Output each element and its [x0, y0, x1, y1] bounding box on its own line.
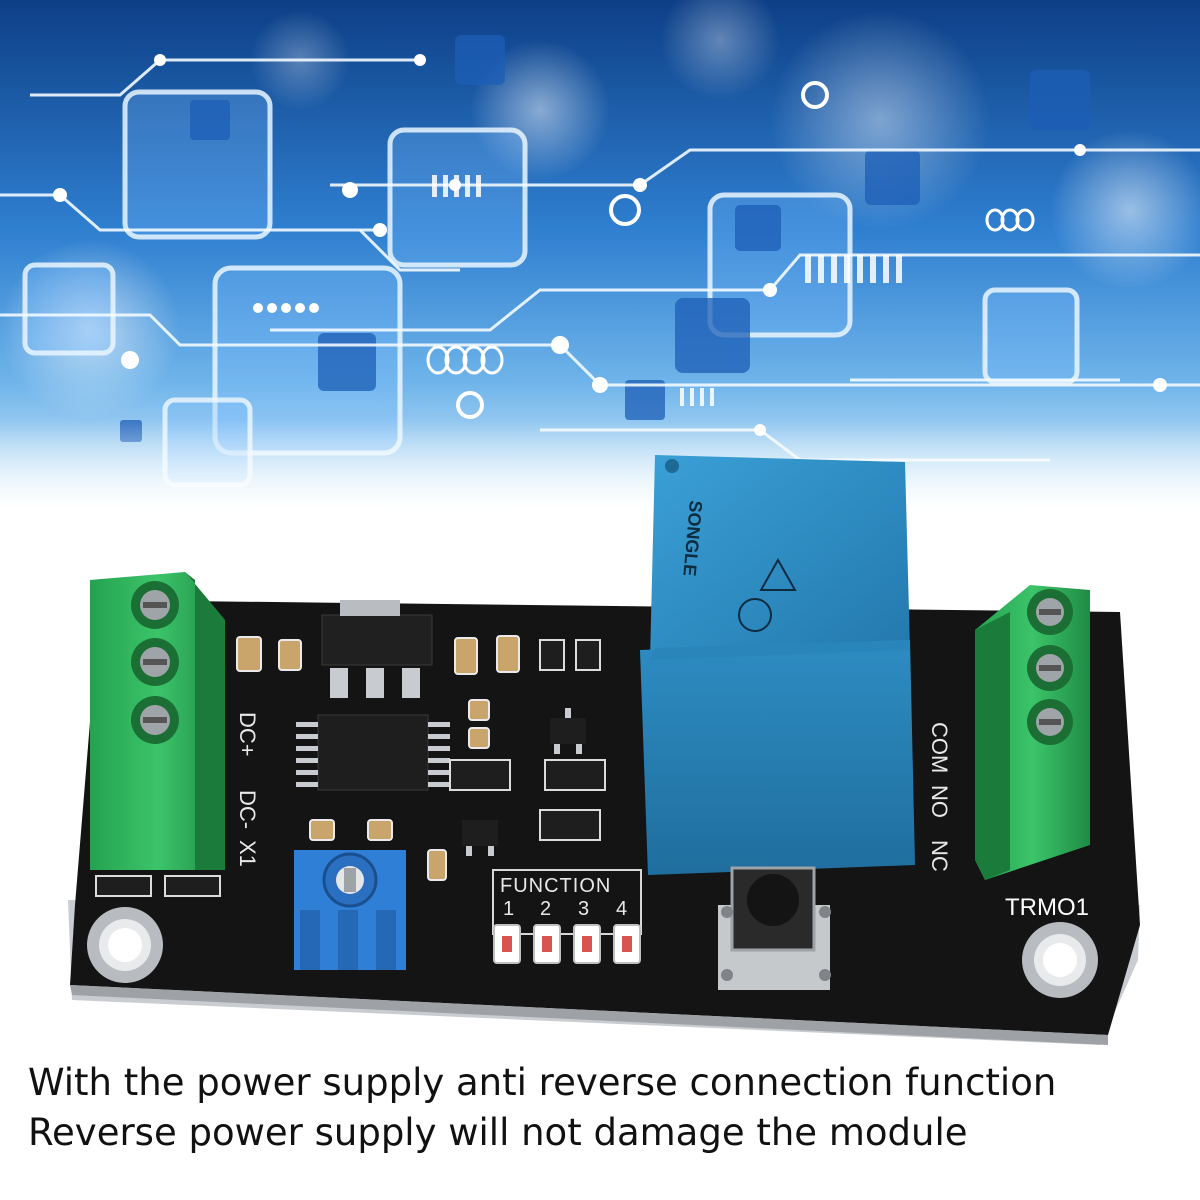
function-label: FUNCTION: [500, 875, 611, 897]
label-dc-minus: DC-: [235, 790, 260, 829]
input-terminal-block: [90, 572, 225, 870]
mounting-hole-left: [87, 907, 163, 983]
label-dc-plus: DC+: [235, 712, 260, 757]
relay: SONGLE: [640, 455, 915, 875]
circuit-banner: [0, 0, 1200, 510]
transistor: [462, 708, 586, 856]
microcontroller-chip: [296, 714, 450, 791]
caption-line-2: Reverse power supply will not damage the…: [28, 1111, 968, 1154]
label-no: NO: [927, 785, 952, 818]
voltage-regulator: [321, 600, 433, 698]
function-number-2: 2: [540, 898, 551, 920]
caption-line-1: With the power supply anti reverse conne…: [28, 1061, 1057, 1104]
relay-module-board: DC+ DC- X1 COM NO NC: [68, 455, 1140, 1045]
potentiometer: [294, 850, 406, 970]
label-x1: X1: [235, 840, 260, 867]
push-button: [718, 866, 831, 990]
function-number-3: 3: [578, 898, 589, 920]
label-nc: NC: [927, 840, 952, 872]
function-number-4: 4: [616, 898, 627, 920]
mounting-hole-right: [1022, 922, 1098, 998]
caption: With the power supply anti reverse conne…: [28, 1058, 1188, 1158]
function-leds: [493, 924, 641, 964]
label-com: COM: [927, 722, 952, 773]
output-terminal-block: [975, 585, 1090, 880]
board-label: TRMO1: [1005, 894, 1089, 921]
function-number-1: 1: [503, 898, 514, 920]
